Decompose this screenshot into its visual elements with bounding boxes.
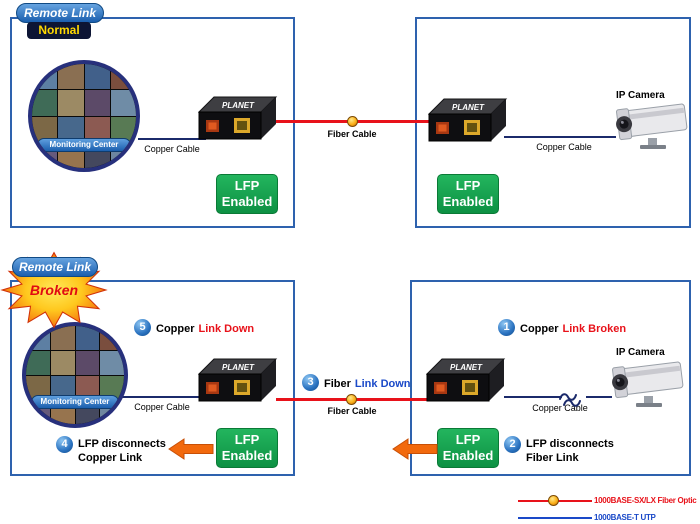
media-converter-device: PLANET xyxy=(198,96,278,140)
step-number: 5 xyxy=(134,319,151,336)
ip-camera-label: IP Camera xyxy=(616,90,665,101)
camera-mount xyxy=(648,138,657,146)
step-number: 2 xyxy=(504,436,521,453)
device-brand: PLANET xyxy=(222,101,255,110)
fiber-cable-label: Fiber Cable xyxy=(327,129,377,139)
legend-utp-label: 1000BASE-T UTP xyxy=(594,513,656,522)
monitoring-center-wall: Monitoring Center xyxy=(28,60,140,172)
media-converter-device: PLANET xyxy=(428,98,508,142)
step-4-lfp-disconnects-copper: 4 LFP disconnects Copper Link xyxy=(56,436,166,465)
remote-link-normal-badge-state: Normal xyxy=(27,22,91,39)
device-brand: PLANET xyxy=(452,103,485,112)
device-side-face xyxy=(261,97,276,139)
copper-cable-label: Copper Cable xyxy=(144,144,200,154)
copper-cable-label: Copper Cable xyxy=(536,142,592,152)
copper-cable-label: Copper Cable xyxy=(134,402,190,412)
copper-cable-label: Copper Cable xyxy=(532,403,588,413)
ip-camera-illustration xyxy=(612,361,684,407)
device-brand: PLANET xyxy=(450,363,483,372)
copper-cable-line xyxy=(138,138,206,140)
step-number: 3 xyxy=(302,374,319,391)
copper-break-icon xyxy=(559,393,581,407)
lfp-enabled-badge: LFP Enabled xyxy=(216,174,278,214)
copper-cable-line xyxy=(504,136,616,138)
copper-cable-line xyxy=(121,396,200,398)
copper-cable-line xyxy=(586,396,612,398)
legend-utp-line xyxy=(518,517,592,519)
device-side-face xyxy=(261,359,276,401)
monitoring-center-wall: Monitoring Center xyxy=(22,322,128,428)
ip-camera-label: IP Camera xyxy=(616,347,665,358)
step-2-lfp-disconnects-fiber: 2 LFP disconnects Fiber Link xyxy=(504,436,614,465)
fiber-joint-dot xyxy=(347,116,358,127)
lfp-enabled-badge: LFP Enabled xyxy=(437,174,499,214)
lfp-enabled-badge: LFP Enabled xyxy=(216,428,278,468)
device-side-face xyxy=(489,359,504,401)
legend-fiber-label: 1000BASE-SX/LX Fiber Optic xyxy=(594,496,697,505)
lfp-action-arrow xyxy=(392,438,438,460)
device-side-face xyxy=(491,99,506,141)
fiber-joint-dot xyxy=(346,394,357,405)
remote-link-broken-badge-state: Broken xyxy=(29,282,79,298)
video-wall-collage xyxy=(26,326,124,424)
monitoring-center-banner: Monitoring Center xyxy=(30,395,120,410)
step-number: 1 xyxy=(498,319,515,336)
legend-fiber-joint-dot xyxy=(548,495,559,506)
step-number: 4 xyxy=(56,436,73,453)
fiber-cable-label: Fiber Cable xyxy=(327,406,377,416)
device-brand: PLANET xyxy=(222,363,255,372)
remote-link-normal-badge-title: Remote Link xyxy=(16,3,104,23)
media-converter-device: PLANET xyxy=(426,358,506,402)
monitoring-center-banner: Monitoring Center xyxy=(37,138,131,153)
camera-mount xyxy=(644,396,653,404)
remote-link-broken-badge-title: Remote Link xyxy=(12,257,98,277)
copper-cable-line xyxy=(504,396,562,398)
media-converter-device: PLANET xyxy=(198,358,278,402)
lfp-action-arrow xyxy=(168,438,214,460)
ip-camera-illustration xyxy=(616,103,688,149)
video-wall-collage xyxy=(32,64,136,168)
lfp-enabled-badge: LFP Enabled xyxy=(437,428,499,468)
